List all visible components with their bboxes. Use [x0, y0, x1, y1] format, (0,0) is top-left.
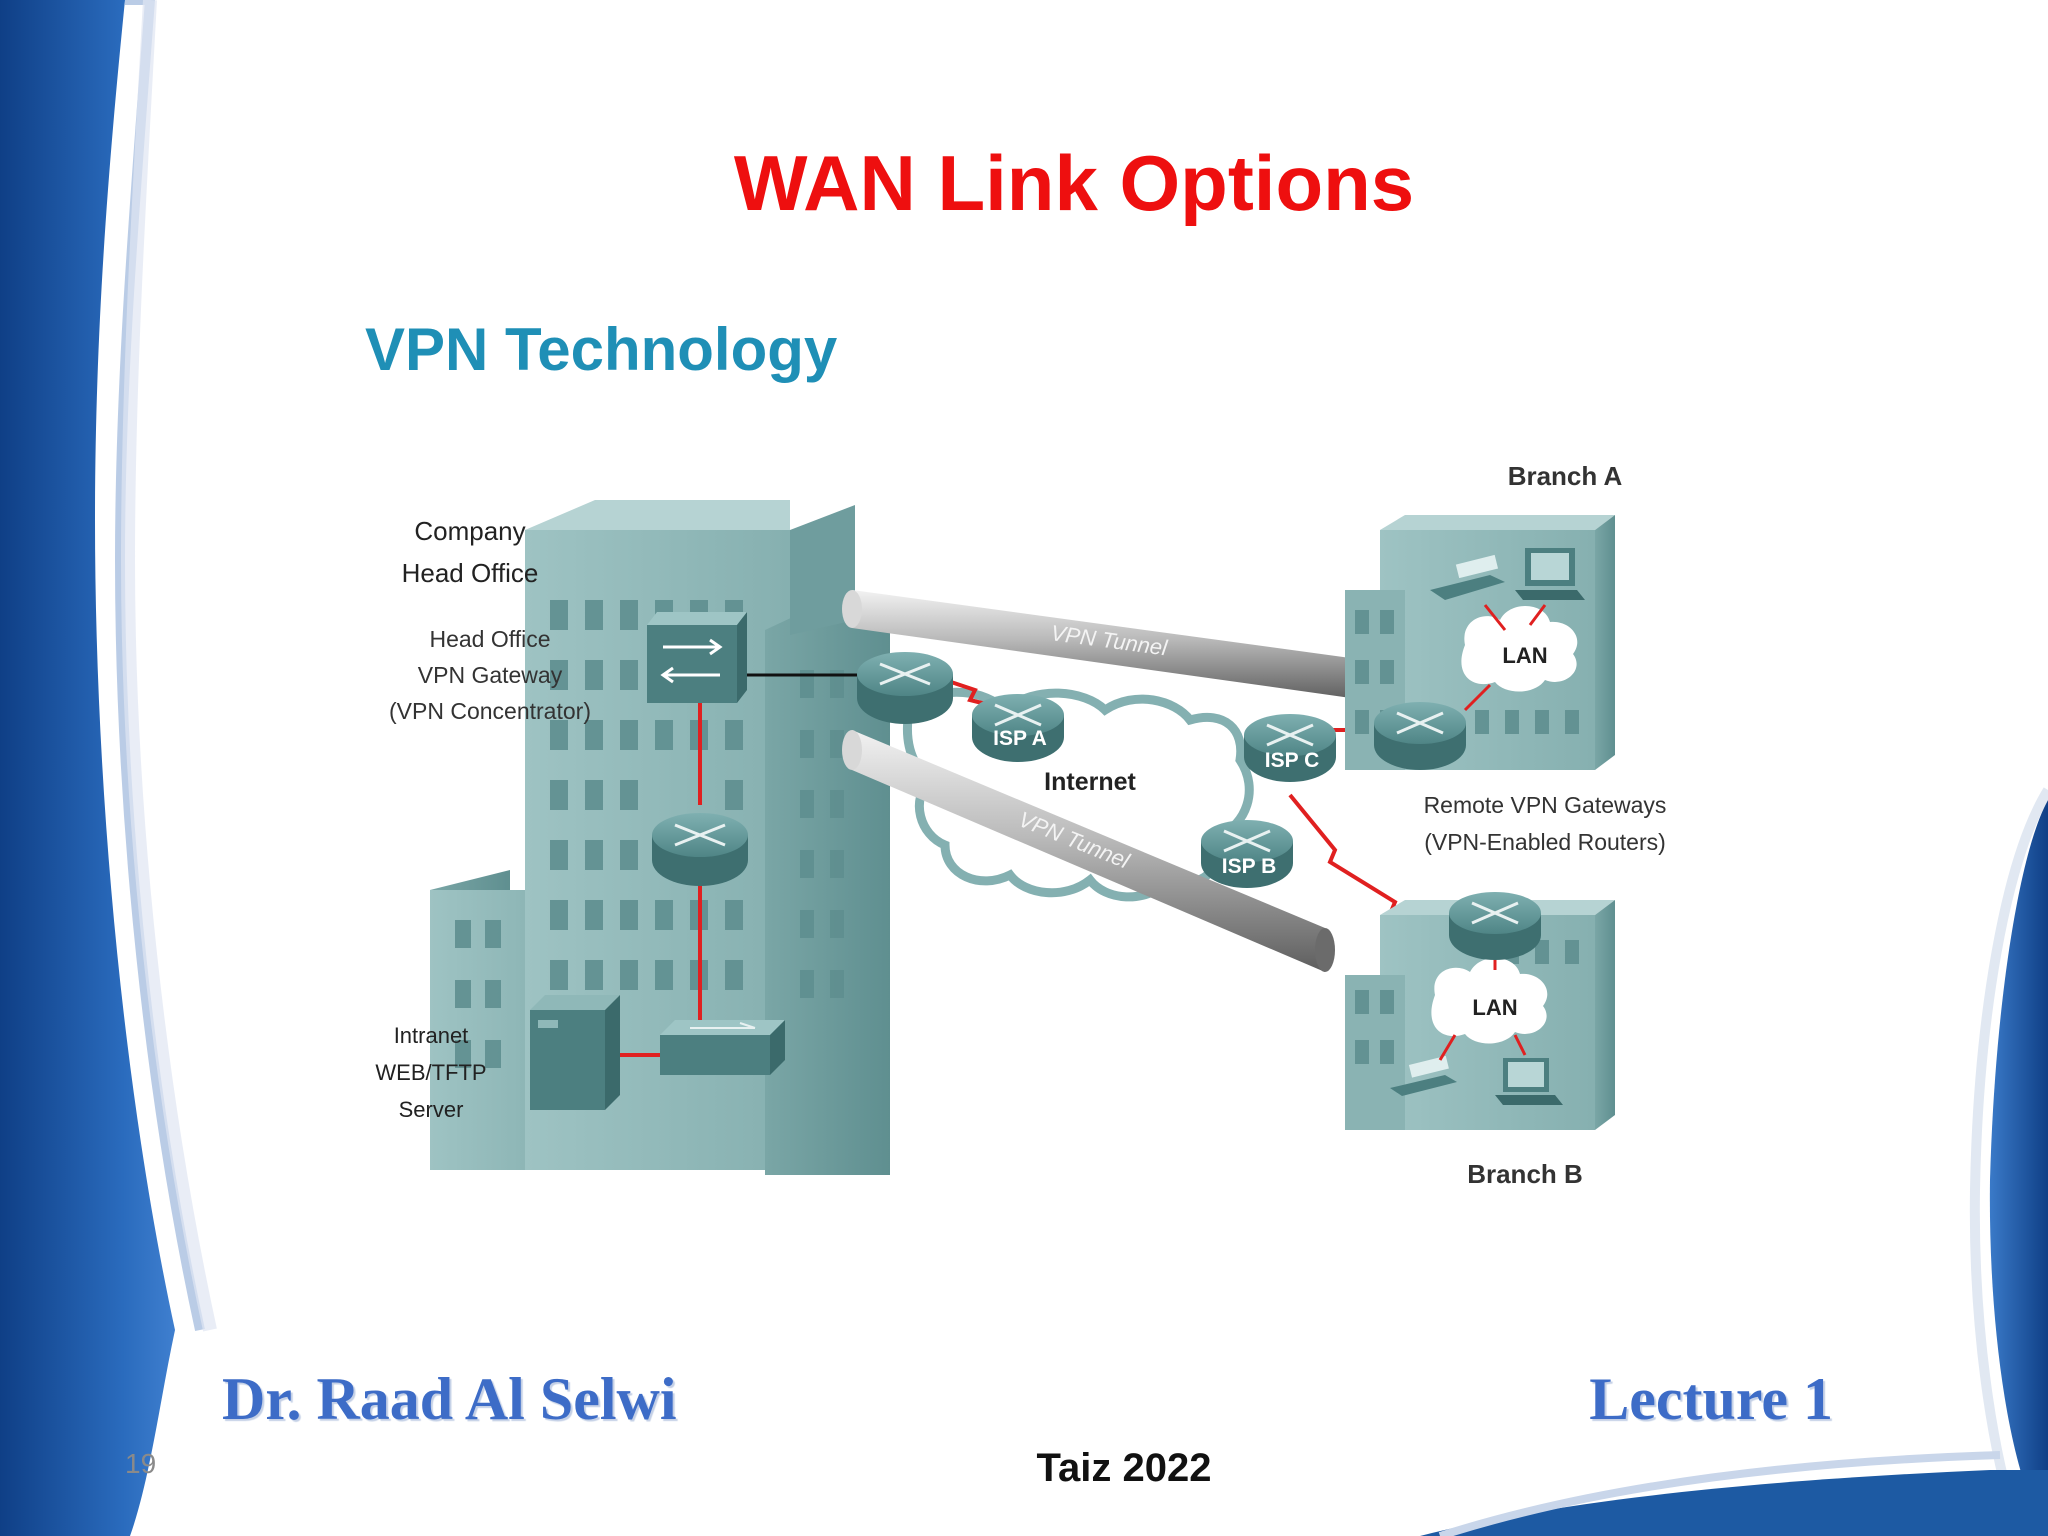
vpn-network-diagram: VPN Technology [365, 316, 1667, 1189]
branch-b-label: Branch B [1467, 1159, 1583, 1189]
footer-text: Taiz 2022 [1036, 1446, 1212, 1490]
isp-b-router-icon: ISP B [1201, 820, 1293, 888]
remote-gateways-label-1: Remote VPN Gateways [1424, 792, 1667, 818]
isp-a-router-icon: ISP A [972, 694, 1064, 762]
slide-number: 19 [125, 1448, 157, 1479]
branch-a-router-icon [1374, 702, 1466, 770]
branch-a-label: Branch A [1508, 461, 1623, 491]
head-office-edge-router-icon [857, 652, 953, 724]
server-label-1: Intranet [394, 1023, 469, 1048]
internal-router-icon [652, 813, 748, 886]
isp-c-router-icon: ISP C [1244, 714, 1336, 782]
remote-gateways-label-2: (VPN-Enabled Routers) [1424, 829, 1666, 855]
gateway-label-3: (VPN Concentrator) [389, 698, 591, 724]
internet-label: Internet [1044, 768, 1136, 796]
gateway-label-2: VPN Gateway [418, 662, 563, 688]
isp-c-label: ISP C [1265, 749, 1319, 772]
author-name: Dr. Raad Al Selwi [222, 1366, 677, 1432]
isp-a-label: ISP A [993, 727, 1047, 750]
server-label-2: WEB/TFTP [375, 1060, 486, 1085]
vpn-concentrator-icon [647, 612, 747, 703]
branch-b-lan-label: LAN [1472, 995, 1517, 1020]
isp-b-label: ISP B [1222, 855, 1276, 878]
diagram-heading: VPN Technology [365, 316, 838, 383]
server-icon [530, 995, 620, 1110]
branch-a-lan-label: LAN [1502, 643, 1547, 668]
switch-icon [660, 1020, 785, 1075]
gateway-label-1: Head Office [429, 626, 550, 652]
lecture-label: Lecture 1 [1589, 1366, 1833, 1432]
head-office-label-1: Company [414, 516, 525, 546]
head-office-label-2: Head Office [402, 558, 539, 588]
slide-title: WAN Link Options [733, 139, 1415, 227]
branch-b-router-icon [1449, 892, 1541, 960]
server-label-3: Server [399, 1097, 464, 1122]
